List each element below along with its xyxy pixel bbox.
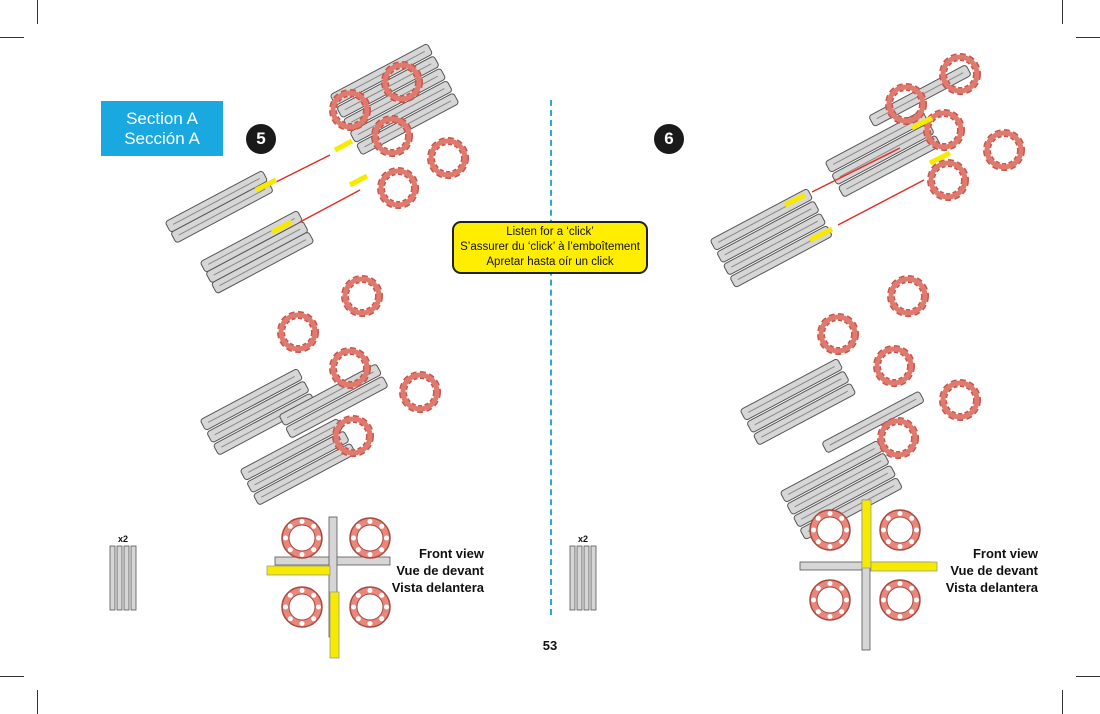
page-divider <box>550 100 552 615</box>
step-number-badge: 6 <box>654 124 684 154</box>
step6-exploded <box>709 57 1021 289</box>
crop-mark <box>37 690 38 714</box>
front-view-en: Front view <box>418 546 484 561</box>
step5-exploded <box>164 42 465 295</box>
front-view-caption: Front view Vue de devant Vista delantera <box>380 545 484 596</box>
page-number: 53 <box>542 638 558 653</box>
step5-front-view <box>266 516 391 659</box>
crop-mark <box>1062 0 1063 24</box>
step5-assembled <box>199 279 437 506</box>
front-view-es: Vista delantera <box>945 580 1038 595</box>
click-note: Listen for a ‘click’ S’assurer du ‘click… <box>452 221 648 274</box>
quantity-label: x2 <box>118 534 129 544</box>
note-fr: S’assurer du ‘click’ à l’emboîtement <box>460 241 640 253</box>
front-view-caption: Front view Vue de devant Vista delantera <box>934 545 1038 596</box>
note-en: Listen for a ‘click’ <box>506 226 594 238</box>
note-es: Apretar hasta oír un click <box>486 256 614 268</box>
front-view-fr: Vue de devant <box>396 563 484 578</box>
front-view-es: Vista delantera <box>391 580 484 595</box>
step-number-badge: 5 <box>246 124 276 154</box>
front-view-fr: Vue de devant <box>950 563 1038 578</box>
crop-mark <box>1076 37 1100 38</box>
crop-mark <box>37 0 38 24</box>
front-view-en: Front view <box>972 546 1038 561</box>
crop-mark <box>0 37 24 38</box>
crop-mark <box>1062 690 1063 714</box>
section-label: Section A Sección A <box>101 101 223 156</box>
piece-icon-right <box>569 545 597 611</box>
section-label-en: Section A <box>126 108 198 128</box>
step6-front-view <box>799 499 938 651</box>
quantity-label: x2 <box>578 534 589 544</box>
step6-assembled <box>739 279 977 541</box>
crop-mark <box>0 676 24 677</box>
section-label-es: Sección A <box>124 128 200 148</box>
piece-icon-left <box>109 545 137 611</box>
crop-mark <box>1076 676 1100 677</box>
